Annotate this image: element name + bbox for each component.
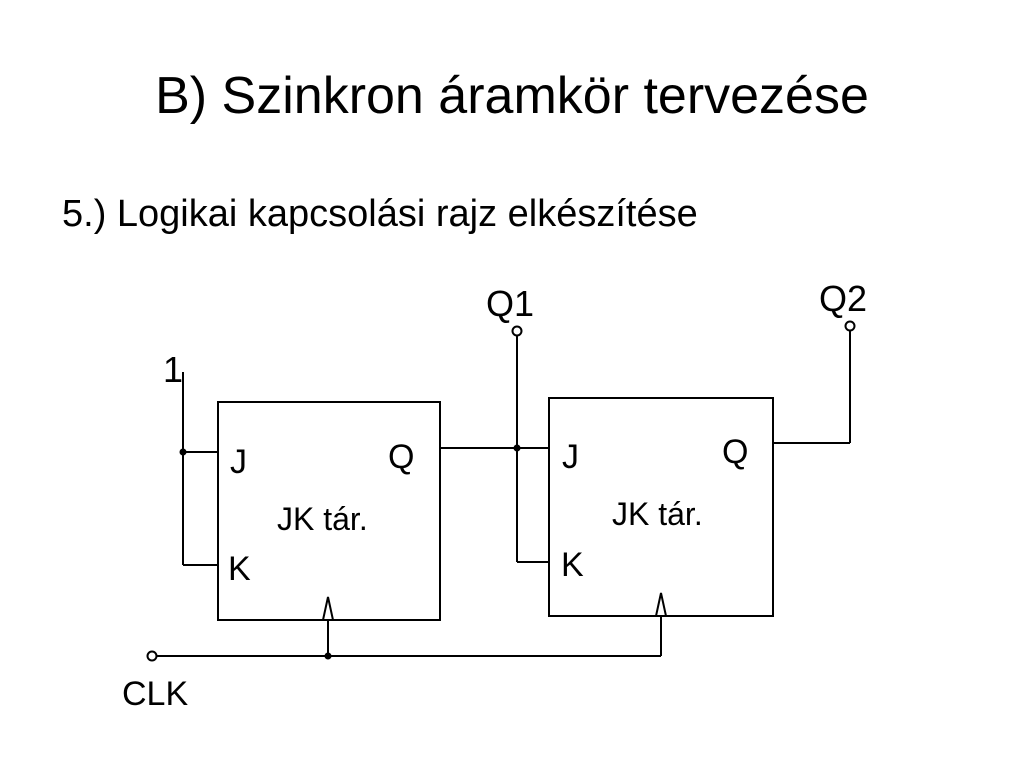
- ff2-j-label: J: [562, 438, 579, 476]
- junction-dot: [179, 448, 187, 456]
- ff2-name: JK tár.: [612, 496, 703, 532]
- ff1-clock-input-symbol: [322, 596, 334, 621]
- clk-wires: [146, 616, 662, 662]
- q1-output-terminal: [511, 325, 523, 337]
- q1-wires: [440, 325, 549, 563]
- q2-output-label: Q2: [819, 278, 867, 319]
- ff1-k-label: K: [228, 550, 251, 588]
- slide-subtitle: 5.) Logikai kapcsolási rajz elkészítése: [62, 193, 698, 235]
- junction-dot: [324, 652, 332, 660]
- clk-label: CLK: [122, 675, 188, 713]
- ff2-k-label: K: [561, 546, 584, 584]
- clk-input-terminal: [146, 650, 158, 662]
- junction-dot: [513, 444, 521, 452]
- const-input-wires: [179, 372, 218, 566]
- slide-title: B) Szinkron áramkör tervezése: [155, 67, 869, 125]
- const-input-label: 1: [163, 349, 183, 390]
- ff1-name: JK tár.: [277, 501, 368, 537]
- ff1-q-label: Q: [388, 438, 414, 476]
- jk-flipflop-1: J K Q JK tár.: [217, 401, 441, 621]
- ff2-q-label: Q: [722, 433, 748, 471]
- q2-wires: [773, 320, 856, 444]
- jk-flipflop-2: J K Q JK tár.: [548, 397, 774, 617]
- q1-output-label: Q1: [486, 283, 534, 324]
- ff1-j-label: J: [230, 443, 247, 481]
- ff2-clock-input-symbol: [655, 592, 667, 617]
- q2-output-terminal: [844, 320, 856, 332]
